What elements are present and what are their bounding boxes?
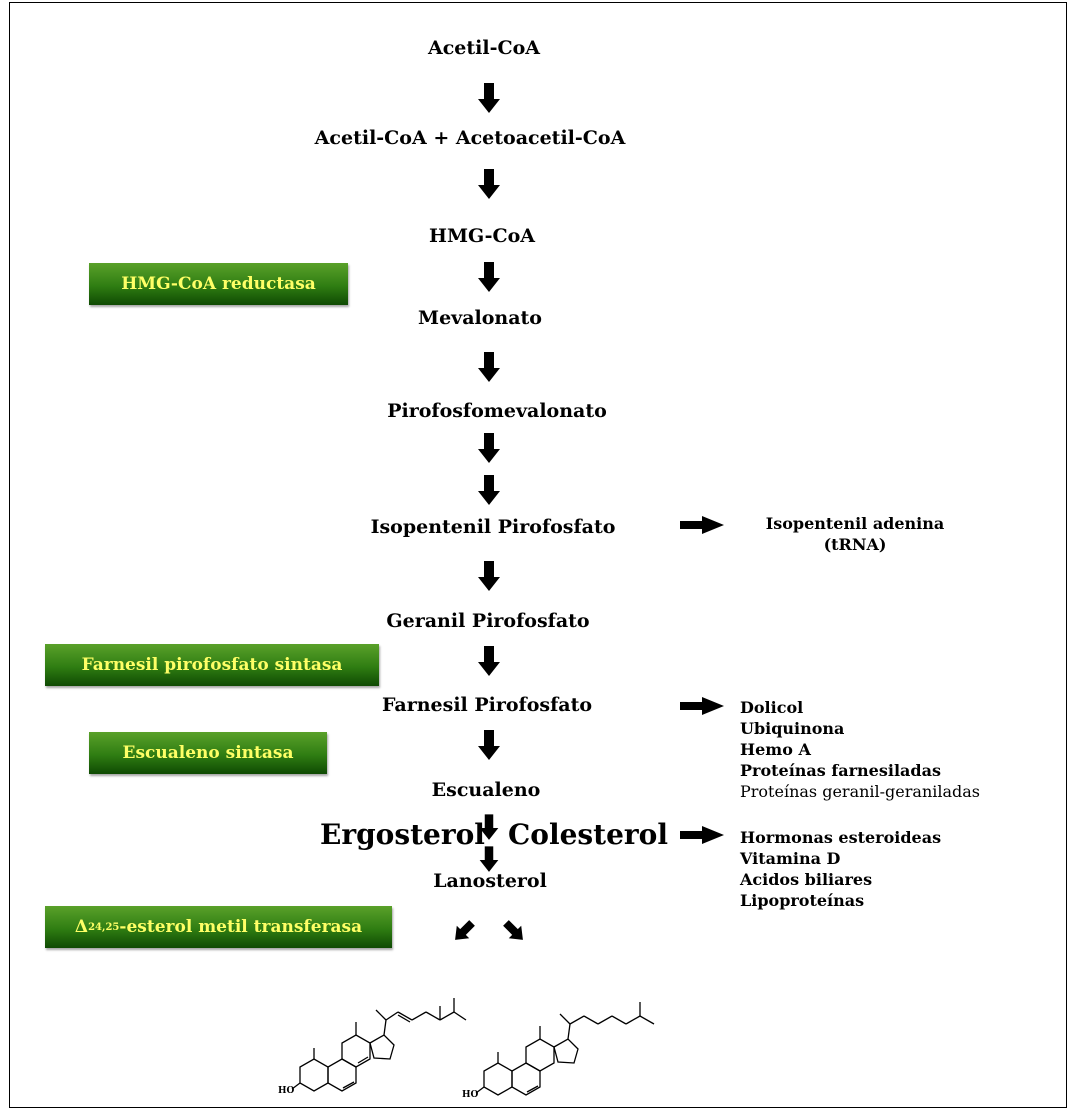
enzyme-hmg-coa-reductasa: HMG-CoA reductasa	[89, 263, 348, 305]
arrow-right-isopentenil	[680, 516, 724, 534]
arrow-to-ergosterol	[448, 916, 479, 947]
branch-farnesil-list: Dolicol Ubiquinona Hemo A Proteínas farn…	[740, 697, 980, 802]
branch-proteinas-farnesiladas: Proteínas farnesiladas	[740, 761, 941, 780]
diagram-frame	[9, 2, 1067, 1108]
step-pirofosfomevalonato: Pirofosfomevalonato	[387, 400, 607, 422]
product-colesterol: Colesterol	[508, 818, 668, 851]
step-acetil-coa: Acetil-CoA	[427, 37, 541, 59]
step-escualeno: Escualeno	[431, 779, 541, 801]
step-isopentenil-pirofosfato: Isopentenil Pirofosfato	[370, 516, 616, 538]
arrow-down-8	[478, 646, 500, 676]
arrow-down-9	[478, 730, 500, 760]
ho-label-ergosterol: HO	[278, 1086, 295, 1096]
step-geranil-pirofosfato: Geranil Pirofosfato	[386, 610, 590, 632]
ergosterol-structure	[291, 998, 467, 1092]
branch-hemo-a: Hemo A	[740, 740, 811, 759]
branch-trna: (tRNA)	[823, 535, 887, 554]
step-mevalonato: Mevalonato	[418, 307, 542, 329]
arrow-down-3	[478, 262, 500, 292]
arrow-down-4	[478, 352, 500, 382]
branch-colesterol-list: Hormonas esteroideas Vitamina D Acidos b…	[740, 827, 941, 911]
branch-dolicol: Dolicol	[740, 698, 804, 717]
arrow-right-colesterol	[680, 826, 724, 844]
arrow-down-6	[478, 475, 500, 505]
branch-vitamina-d: Vitamina D	[740, 849, 841, 868]
colesterol-structure	[475, 1002, 655, 1096]
arrow-down-2	[478, 169, 500, 199]
arrow-down-5	[478, 433, 500, 463]
branch-hormonas-esteroideas: Hormonas esteroideas	[740, 828, 942, 847]
arrow-right-farnesil	[680, 697, 724, 715]
product-ergosterol: Ergosterol	[320, 818, 485, 851]
branch-ubiquinona: Ubiquinona	[740, 719, 845, 738]
ho-label-colesterol: HO	[462, 1090, 479, 1100]
delta-symbol: Δ	[74, 917, 89, 937]
delta-superscript: 24,25	[88, 921, 120, 933]
step-lanosterol: Lanosterol	[433, 870, 547, 892]
branch-isopentenil-adenina: Isopentenil adenina	[765, 514, 945, 533]
branch-isopentenil: Isopentenil adenina (tRNA)	[740, 513, 970, 555]
step-hmg-coa: HMG-CoA	[429, 225, 535, 247]
arrow-down-1	[478, 83, 500, 113]
step-acetil-acetoacetil-coa: Acetil-CoA + Acetoacetil-CoA	[314, 127, 626, 149]
branch-acidos-biliares: Acidos biliares	[740, 870, 873, 889]
step-farnesil-pirofosfato: Farnesil Pirofosfato	[381, 694, 593, 716]
branch-proteinas-geranil-geraniladas: Proteínas geranil-geraniladas	[740, 782, 981, 801]
enzyme-escualeno-sintasa: Escualeno sintasa	[89, 732, 327, 774]
arrow-down-7	[478, 561, 500, 591]
arrow-down-10	[479, 814, 499, 840]
enzyme-farnesil-pirofosfato-sintasa: Farnesil pirofosfato sintasa	[45, 644, 379, 686]
enzyme-metil-label: -esterol metil transferasa	[119, 917, 363, 937]
arrow-to-colesterol	[499, 916, 530, 947]
branch-lipoproteinas: Lipoproteínas	[740, 891, 865, 910]
arrow-down-11	[479, 846, 499, 872]
